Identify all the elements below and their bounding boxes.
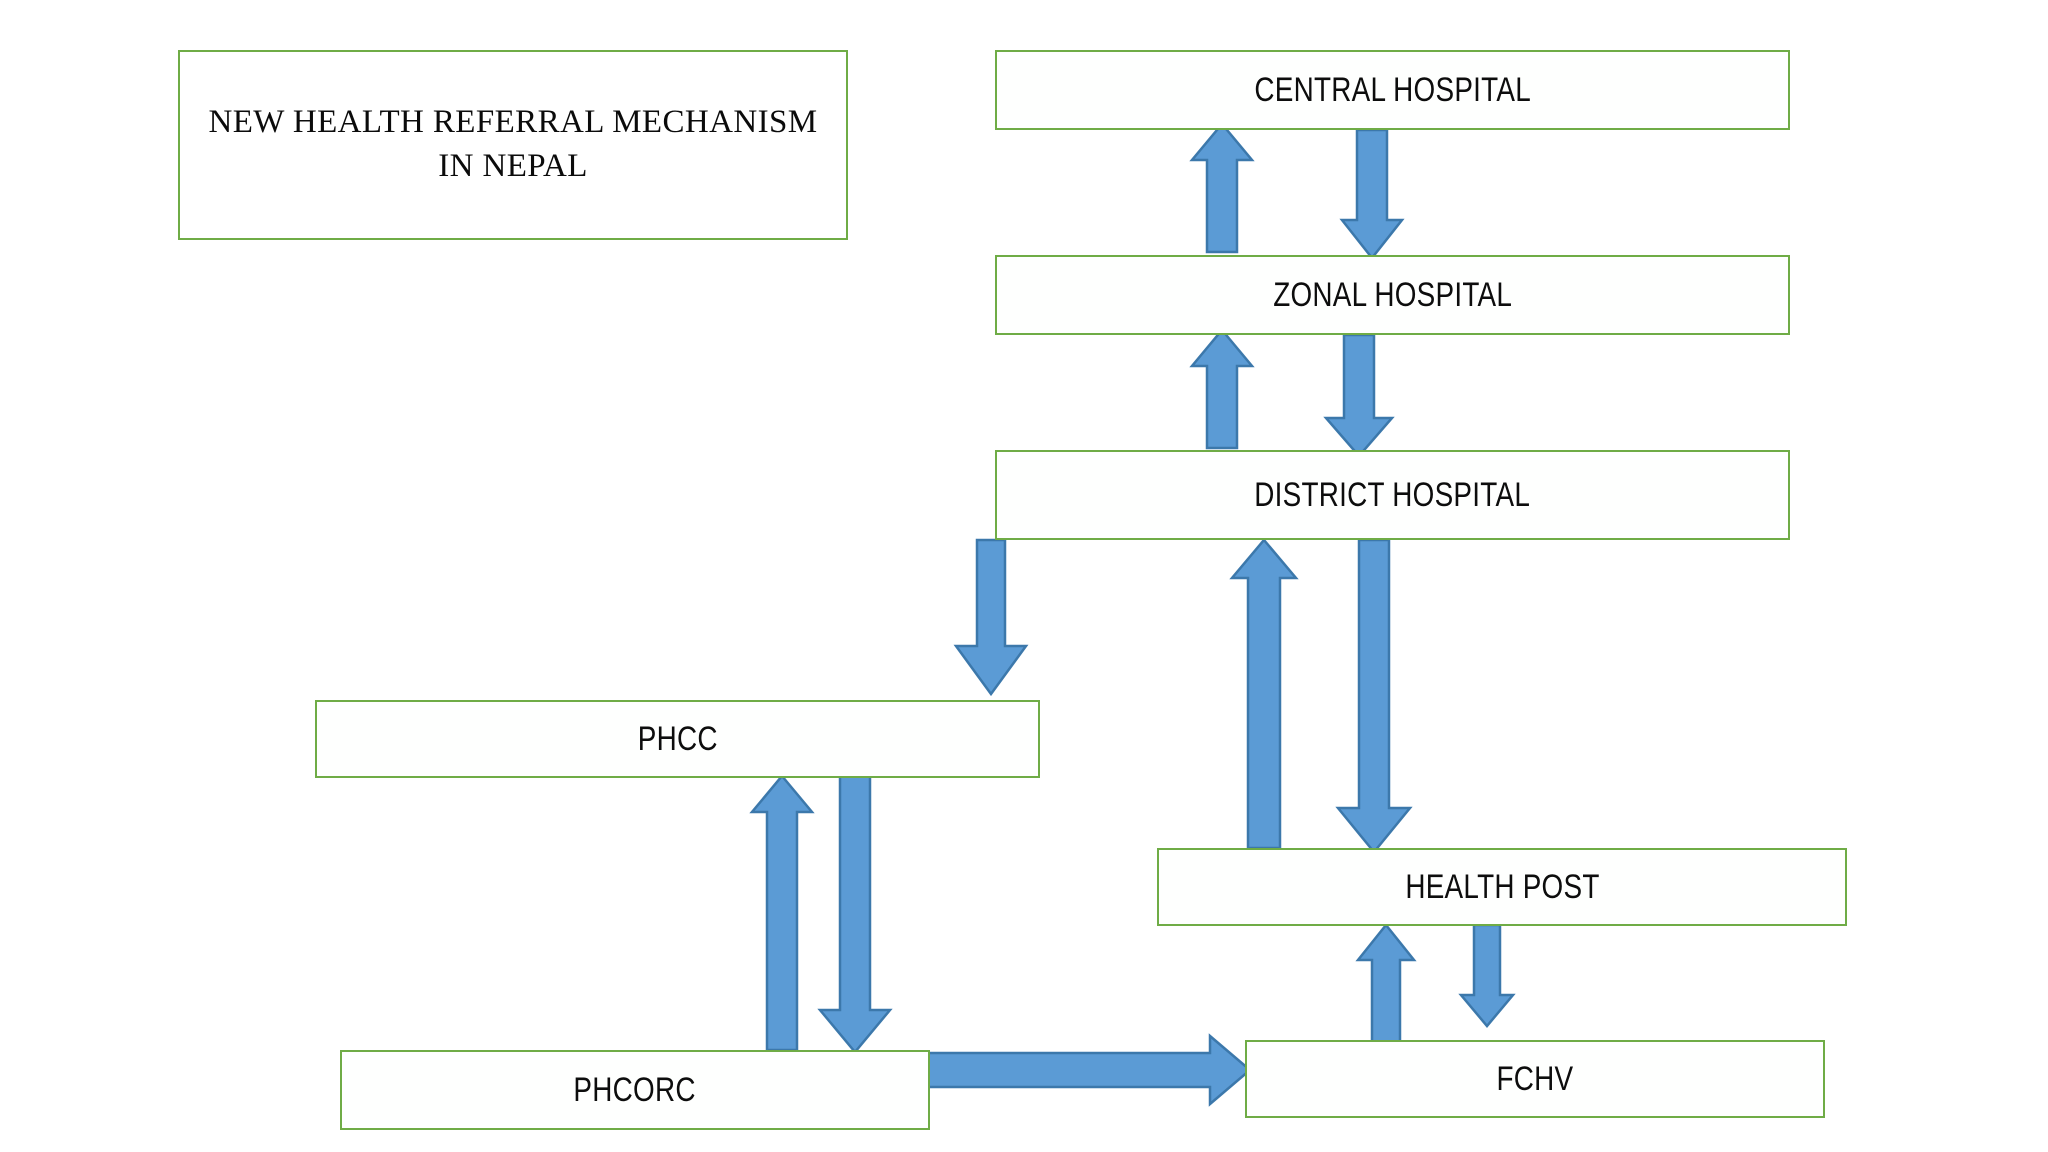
node-label-district-hospital: DISTRICT HOSPITAL	[1254, 475, 1531, 514]
arrow-healthpost-to-fchv-shape	[1458, 923, 1516, 1028]
diagram-title: NEW HEALTH REFERRAL MECHANISM IN NEPAL	[209, 101, 818, 188]
node-phcorc[interactable]: PHCORC	[340, 1050, 930, 1130]
arrow-district-to-healthpost-shape	[1335, 538, 1413, 854]
arrow-fchv-to-healthpost-shape	[1355, 922, 1417, 1050]
arrow-district-to-zonal	[1189, 328, 1255, 450]
node-label-health-post: HEALTH POST	[1404, 867, 1600, 906]
arrow-district-to-phcc-shape	[953, 538, 1029, 697]
node-health-post[interactable]: HEALTH POST	[1157, 848, 1847, 926]
node-district-hospital[interactable]: DISTRICT HOSPITAL	[995, 450, 1790, 540]
arrow-phcorc-to-fchv-shape	[910, 1033, 1252, 1107]
arrow-central-to-zonal	[1339, 128, 1405, 261]
node-label-fchv: FCHV	[1496, 1059, 1574, 1098]
node-phcc[interactable]: PHCC	[315, 700, 1040, 778]
node-zonal-hospital[interactable]: ZONAL HOSPITAL	[995, 255, 1790, 335]
arrow-healthpost-to-district-shape	[1229, 538, 1299, 850]
arrow-zonal-to-central	[1189, 122, 1255, 254]
node-label-zonal-hospital: ZONAL HOSPITAL	[1273, 275, 1512, 314]
node-fchv[interactable]: FCHV	[1245, 1040, 1825, 1118]
node-label-central-hospital: CENTRAL HOSPITAL	[1254, 70, 1531, 109]
arrow-phcc-to-phcorc-shape	[817, 774, 893, 1054]
arrow-zonal-to-district	[1323, 333, 1395, 458]
node-label-phcc: PHCC	[637, 719, 718, 758]
diagram-title-line-2: IN NEPAL	[438, 148, 588, 184]
arrow-phcorc-to-phcc-shape	[749, 774, 815, 1052]
node-central-hospital[interactable]: CENTRAL HOSPITAL	[995, 50, 1790, 130]
diagram-title-line-1: NEW HEALTH REFERRAL MECHANISM	[208, 104, 818, 141]
node-label-phcorc: PHCORC	[573, 1070, 697, 1109]
diagram-title-box: NEW HEALTH REFERRAL MECHANISM IN NEPAL	[178, 50, 848, 240]
arrow-district-to-phcc	[1002, 540, 1986, 648]
